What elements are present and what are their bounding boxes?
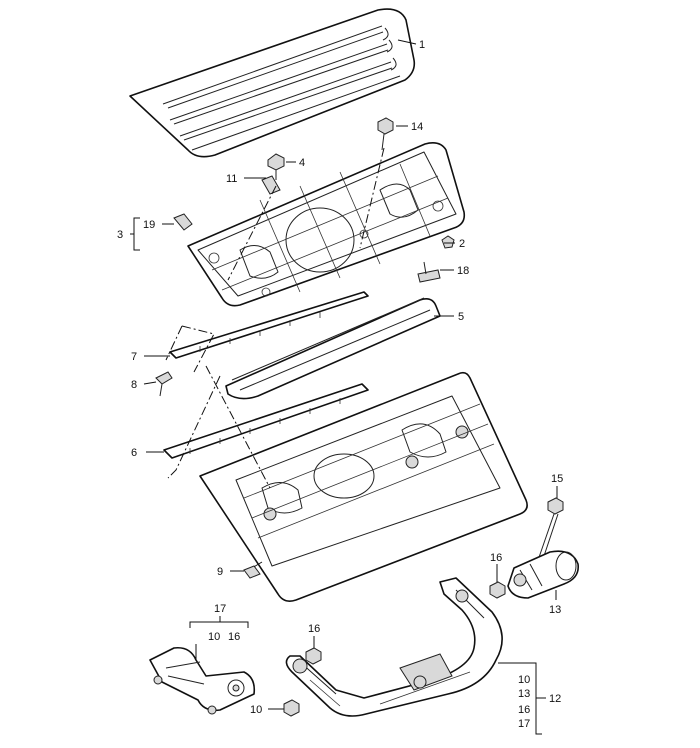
callout-19: 19 [143, 219, 155, 231]
leader-lines [130, 39, 558, 735]
callout-18: 18 [457, 265, 469, 277]
group12-item-17: 17 [518, 718, 530, 730]
callout-9: 9 [217, 566, 223, 578]
callout-7: 7 [131, 351, 137, 363]
part-16-nut-lower [305, 647, 322, 665]
part-6-seal-lower [163, 383, 369, 459]
part-19-fastener [173, 213, 193, 231]
part-11-clip [261, 175, 281, 195]
callout-13: 13 [549, 604, 561, 616]
part-2-nut [441, 235, 455, 249]
part-17-bracket [149, 646, 256, 715]
callout-15: 15 [551, 473, 563, 485]
group12-item-10: 10 [518, 674, 530, 686]
callout-14: 14 [411, 121, 423, 133]
callout-12: 12 [549, 693, 561, 705]
part-18-stud [417, 261, 441, 283]
part-3-trim-panel [187, 142, 466, 307]
part-8-pin [155, 371, 173, 397]
rear-lid [199, 371, 528, 602]
part-9-clip [243, 565, 261, 579]
part-7-seal-upper [169, 291, 369, 359]
callout-2: 2 [459, 238, 465, 250]
alignment-lines [165, 147, 385, 569]
callout-3: 3 [117, 229, 123, 241]
callout-16-upper: 16 [490, 552, 502, 564]
part-10-bolt [283, 699, 300, 717]
callout-6: 6 [131, 447, 137, 459]
callout-labels: 1 2 3 4 5 6 7 8 9 10 11 12 13 14 15 16 1… [117, 39, 563, 730]
callout-11: 11 [226, 173, 237, 185]
callout-8: 8 [131, 379, 137, 391]
group12-item-13: 13 [518, 688, 530, 700]
part-14-bolt [377, 117, 394, 151]
part-12-linkage-frame [285, 577, 503, 717]
part-4-screw [267, 153, 285, 180]
part-5-trim-strip [225, 297, 441, 400]
callout-5: 5 [458, 311, 464, 323]
group17-item-16: 16 [228, 631, 240, 643]
group12-item-16: 16 [518, 704, 530, 716]
part-1-cover [129, 8, 416, 158]
part-16-nut-upper [489, 581, 506, 599]
callout-1: 1 [419, 39, 425, 51]
callout-10: 10 [250, 704, 262, 716]
part-13-motor [507, 550, 580, 599]
callout-4: 4 [299, 157, 305, 169]
callout-17: 17 [214, 603, 226, 615]
group17-item-10: 10 [208, 631, 220, 643]
callout-16-lower: 16 [308, 623, 320, 635]
